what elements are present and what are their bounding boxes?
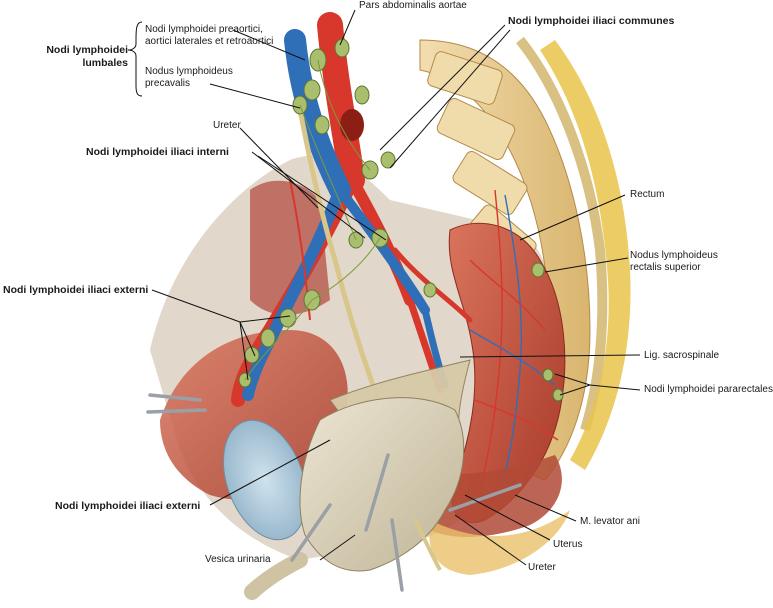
iliac-fossa-muscle (250, 180, 330, 315)
lumbales-brace (127, 21, 143, 97)
label-vesica-urinaria: Vesica urinaria (205, 554, 271, 565)
retractors (146, 393, 522, 592)
label-ureter-bottom: Ureter (528, 562, 556, 573)
label-precavalis-line1: Nodus lymphoideus (145, 66, 233, 77)
label-levator-ani: M. levator ani (580, 516, 641, 527)
urethra (244, 552, 308, 600)
back-fat (540, 40, 631, 470)
label-sacrospinale: Lig. sacrospinale (644, 350, 720, 361)
spinal-canal (516, 36, 608, 432)
label-lumbales-line1: Nodi lymphoidei (46, 44, 128, 56)
label-pararectales: Nodi lymphoidei pararectales (644, 384, 773, 395)
label-iliaci-communes: Nodi lymphoidei iliaci communes (508, 15, 675, 27)
obturator-muscle (160, 330, 348, 500)
pubic-symphysis (222, 419, 308, 541)
lymph-vessels (244, 59, 381, 381)
label-rectalis-line1: Nodus lymphoideus (630, 250, 718, 261)
urinary-bladder (299, 397, 465, 572)
label-iliaci-externi-top: Nodi lymphoidei iliaci externi (3, 284, 149, 296)
label-rectum: Rectum (630, 189, 665, 200)
bladder-ureter (413, 519, 442, 571)
label-ureter-top: Ureter (213, 120, 241, 131)
aorta-cut-section (340, 109, 364, 141)
pelvic-floor-fat (429, 510, 570, 575)
label-iliaci-externi-bottom: Nodi lymphoidei iliaci externi (55, 500, 201, 512)
label-preaortici-line1: Nodi lymphoidei preaortici, (145, 24, 263, 35)
leader-lines (151, 9, 641, 566)
label-uterus: Uterus (553, 539, 583, 550)
label-rectalis-line2: rectalis superior (630, 262, 701, 273)
label-lumbales-line2: lumbales (82, 57, 128, 69)
label-preaortici-line2: aortici laterales et retroaortici (145, 36, 274, 47)
label-precavalis-line2: precavalis (145, 78, 191, 89)
label-aorta: Pars abdominalis aortae (359, 0, 467, 11)
label-iliaci-interni: Nodi lymphoidei iliaci interni (86, 146, 229, 158)
